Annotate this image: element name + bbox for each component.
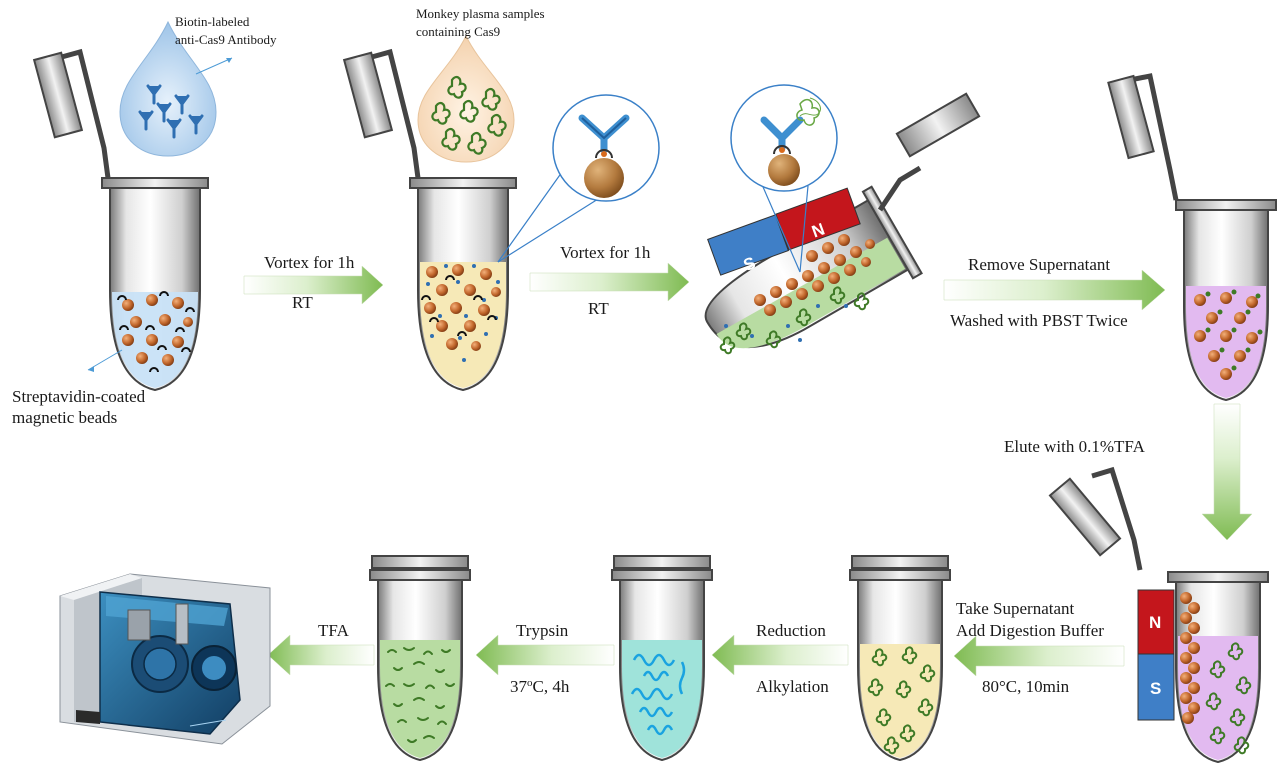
mass-spectrometer-instrument <box>59 573 271 745</box>
step6-top-label: Reduction <box>756 621 826 640</box>
step-arrow-8 <box>267 634 375 676</box>
tube-1 <box>32 48 209 392</box>
plasma-droplet <box>417 34 515 163</box>
magnet2-north-label: N <box>1149 613 1161 632</box>
step3-bottom-label: Washed with PBST Twice <box>950 311 1128 330</box>
plasma-label-line1: Monkey plasma samples <box>416 6 545 21</box>
step5-top-label-1: Take Supernatant <box>956 599 1075 618</box>
step3-top-label: Remove Supernatant <box>968 255 1110 274</box>
tube-5-magnet <box>1048 466 1269 764</box>
zoom-bubble-bound-cas9 <box>730 84 838 273</box>
step7-bottom-rest: C, 4h <box>533 677 570 696</box>
step7-bottom-main: 37 <box>510 677 528 696</box>
tube-2 <box>342 48 517 392</box>
step2-top-label: Vortex for 1h <box>560 243 651 262</box>
step5-bottom-label: 80°C, 10min <box>982 677 1070 696</box>
step-arrow-2 <box>529 262 690 302</box>
step8-label: TFA <box>318 621 350 640</box>
zoom-bubble-bead-antibody <box>497 94 660 263</box>
tube-8 <box>369 555 471 762</box>
step4-label: Elute with 0.1%TFA <box>1004 437 1146 456</box>
step7-top-label: Trypsin <box>516 621 569 640</box>
step-arrow-4 <box>1201 403 1253 541</box>
step7-bottom-label: 37oC, 4h <box>510 677 570 696</box>
plasma-label-line2: containing Cas9 <box>416 24 500 39</box>
step-arrow-3 <box>943 269 1166 311</box>
antibody-label-line2: anti-Cas9 Antibody <box>175 32 277 47</box>
step1-bottom-label: RT <box>292 293 313 312</box>
antibody-label-line1: Biotin-labeled <box>175 14 250 29</box>
beads-label-line2: magnetic beads <box>12 408 117 427</box>
beads-label-line1: Streptavidin-coated <box>12 387 146 406</box>
tube-7 <box>611 555 713 762</box>
step1-top-label: Vortex for 1h <box>264 253 355 272</box>
step-arrow-6 <box>711 634 849 676</box>
tube-6 <box>849 555 951 762</box>
magnet1-north-label: N <box>809 219 827 241</box>
antibody-droplet <box>119 20 233 157</box>
magnet2-south-label: S <box>1150 679 1161 698</box>
step-arrow-5 <box>953 635 1125 677</box>
step-arrow-7 <box>475 634 615 676</box>
step-arrow-1 <box>243 265 384 305</box>
step2-bottom-label: RT <box>588 299 609 318</box>
step5-top-label-2: Add Digestion Buffer <box>956 621 1104 640</box>
step6-bottom-label: Alkylation <box>756 677 829 696</box>
tube-4 <box>1107 73 1277 402</box>
step7-bottom-sup: o <box>527 677 533 689</box>
tube-3-magnet <box>704 92 981 355</box>
